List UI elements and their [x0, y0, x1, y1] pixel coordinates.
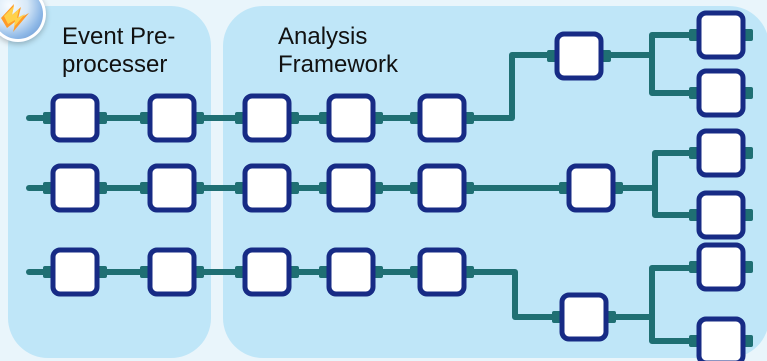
process-block-10 [147, 163, 197, 213]
process-block-23 [696, 242, 746, 292]
event-preprocessor-label: Event Pre- processer [62, 23, 176, 78]
process-block-1 [50, 93, 100, 143]
process-block-22 [559, 292, 609, 342]
process-block-21 [417, 247, 467, 297]
process-block-6 [554, 31, 604, 81]
process-block-17 [50, 247, 100, 297]
flash-logo-icon [0, 0, 46, 42]
analysis-framework-label: Analysis Framework [278, 23, 399, 78]
process-block-12 [326, 163, 376, 213]
process-block-19 [242, 247, 292, 297]
pipeline-connector-23 [603, 265, 702, 320]
process-block-9 [50, 163, 100, 213]
process-block-4 [326, 93, 376, 143]
pipeline-connector-15 [610, 150, 702, 191]
process-block-2 [147, 93, 197, 143]
process-block-16 [696, 190, 746, 240]
pipeline-connector-6 [461, 52, 560, 121]
pipeline-connector-7 [598, 32, 702, 58]
process-block-13 [417, 163, 467, 213]
process-block-11 [242, 163, 292, 213]
process-block-8 [696, 68, 746, 118]
process-block-5 [417, 93, 467, 143]
pipeline-connector-24 [649, 314, 702, 344]
process-block-18 [147, 247, 197, 297]
process-block-14 [566, 163, 616, 213]
process-block-15 [696, 128, 746, 178]
process-block-20 [326, 247, 376, 297]
pipeline-connector-8 [649, 52, 702, 96]
process-block-7 [696, 10, 746, 60]
pipeline-connector-22 [461, 269, 565, 320]
process-block-3 [242, 93, 292, 143]
pipeline-connector-16 [652, 185, 702, 218]
process-block-24 [696, 316, 746, 361]
analysis-framework-region [223, 6, 767, 358]
